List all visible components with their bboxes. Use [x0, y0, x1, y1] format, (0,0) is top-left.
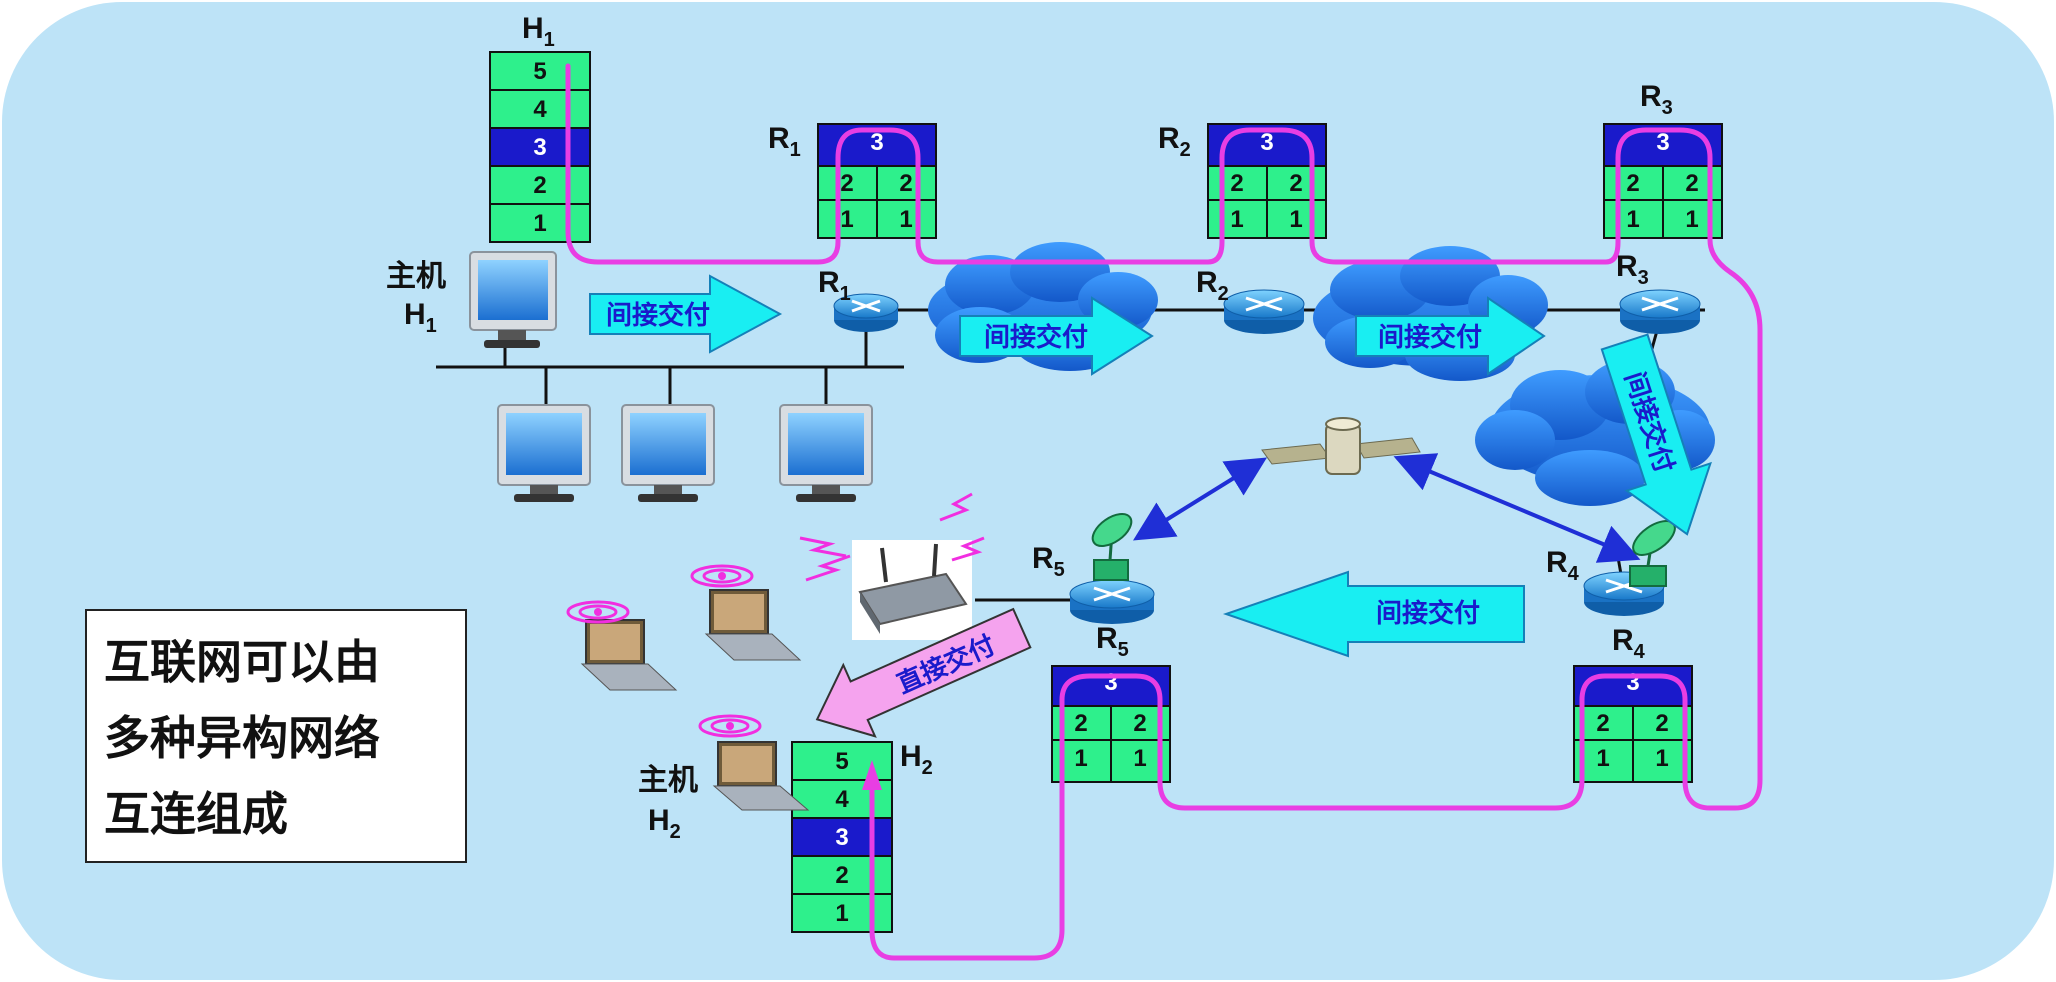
r2-layer-1a: 1	[1230, 206, 1243, 233]
svg-text:间接交付: 间接交付	[984, 322, 1088, 352]
r4-device-label: R4	[1546, 546, 1580, 585]
router-r3-icon	[1619, 289, 1701, 334]
host-h1-computer-icon	[469, 251, 557, 348]
satellite-icon	[1261, 417, 1421, 475]
r4-layer-3: 3	[1626, 669, 1639, 696]
host-h2-label-line1: 主机	[638, 764, 698, 797]
sat-link-r5	[1133, 457, 1267, 541]
h1-layer-stack: 5 4 3 2 1	[489, 51, 591, 243]
r3-layer-3: 3	[1656, 129, 1669, 156]
r5-layer-2b: 2	[1133, 710, 1146, 737]
r1-layer-2b: 2	[899, 170, 912, 197]
r4-stack-label: R4	[1612, 624, 1646, 663]
lan-computer-1-icon	[497, 404, 591, 502]
svg-text:间接交付: 间接交付	[1378, 322, 1482, 352]
r2-layer-2a: 2	[1230, 170, 1243, 197]
router-r1-icon	[833, 293, 899, 332]
host-h1-label-line1: 主机	[386, 260, 446, 293]
r3-layer-2b: 2	[1685, 170, 1698, 197]
h2-layer-4: 4	[835, 786, 849, 813]
h2-layer-3: 3	[835, 824, 848, 851]
svg-text:间接交付: 间接交付	[606, 300, 710, 330]
host-h1-label-line2: H1	[404, 298, 437, 337]
h2-layer-2: 2	[835, 862, 848, 889]
h2-layer-5: 5	[835, 748, 848, 775]
r5-layer-2a: 2	[1074, 710, 1087, 737]
wireless-access-point-icon	[852, 540, 972, 640]
satellite-dish-r4-icon	[1629, 520, 1676, 587]
r2-layer-2b: 2	[1289, 170, 1302, 197]
r5-layer-1a: 1	[1074, 745, 1087, 772]
h2-layer-stack: 5 4 3 2 1	[791, 741, 893, 933]
h1-layer-3: 3	[533, 134, 546, 161]
r4-layer-1b: 1	[1655, 745, 1668, 772]
data-path	[565, 63, 1763, 961]
r5-device-label: R5	[1032, 542, 1065, 581]
caption-box	[85, 609, 467, 863]
r5-stack-label: R5	[1096, 622, 1129, 661]
caption-line-2: 多种异构网络	[104, 712, 380, 764]
lan-computer-2-icon	[621, 404, 715, 502]
host-h2-label-line2: H2	[648, 804, 681, 843]
satellite-dish-r5-icon	[1091, 513, 1133, 581]
indirect-delivery-arrow-1: 间接交付	[589, 274, 783, 354]
indirect-delivery-arrow-5: 间接交付	[1222, 570, 1525, 658]
r3-device-label: R3	[1616, 250, 1649, 289]
h2-layer-1: 1	[835, 900, 848, 927]
r1-layer-1b: 1	[899, 206, 912, 233]
r4-layer-stack: 3 2 2 1 1	[1573, 665, 1693, 783]
r2-layer-3: 3	[1260, 129, 1273, 156]
r3-stack-label: R3	[1640, 80, 1673, 119]
laptop-1-icon	[566, 600, 678, 691]
caption-line-3: 互连组成	[104, 788, 288, 840]
r3-layer-2a: 2	[1626, 170, 1639, 197]
r3-layer-1b: 1	[1685, 206, 1698, 233]
r1-layer-2a: 2	[840, 170, 853, 197]
laptop-2-icon	[690, 564, 802, 661]
r2-stack-label: R2	[1158, 122, 1191, 161]
router-r5-icon	[1069, 579, 1155, 624]
r1-layer-1a: 1	[840, 206, 853, 233]
r2-layer-1b: 1	[1289, 206, 1302, 233]
caption-line-1: 互联网可以由	[104, 636, 380, 688]
router-r2-icon	[1223, 289, 1305, 334]
sat-link-r4	[1393, 453, 1641, 563]
r1-device-label: R1	[818, 266, 851, 305]
r1-stack-label: R1	[768, 122, 801, 161]
h1-layer-4: 4	[533, 96, 547, 123]
r2-device-label: R2	[1196, 266, 1229, 305]
indirect-delivery-arrow-2: 间接交付	[959, 296, 1154, 376]
svg-text:间接交付: 间接交付	[1376, 598, 1480, 628]
data-path-arrowhead	[862, 760, 882, 790]
r5-layer-3: 3	[1104, 669, 1117, 696]
h1-layer-1: 1	[533, 210, 546, 237]
lan-computer-3-icon	[779, 404, 873, 502]
r3-layer-1a: 1	[1626, 206, 1639, 233]
h1-stack-label: H1	[522, 12, 555, 51]
indirect-delivery-arrow-3: 间接交付	[1355, 296, 1546, 376]
r4-layer-2b: 2	[1655, 710, 1668, 737]
h1-layer-2: 2	[533, 172, 546, 199]
laptop-h2-icon	[698, 714, 810, 811]
r5-layer-1b: 1	[1133, 745, 1146, 772]
r1-layer-3: 3	[870, 129, 883, 156]
r4-layer-1a: 1	[1596, 745, 1609, 772]
h2-stack-label: H2	[900, 740, 933, 779]
wireless-signal-icons	[799, 492, 985, 582]
h1-layer-5: 5	[533, 58, 546, 85]
r4-layer-2a: 2	[1596, 710, 1609, 737]
